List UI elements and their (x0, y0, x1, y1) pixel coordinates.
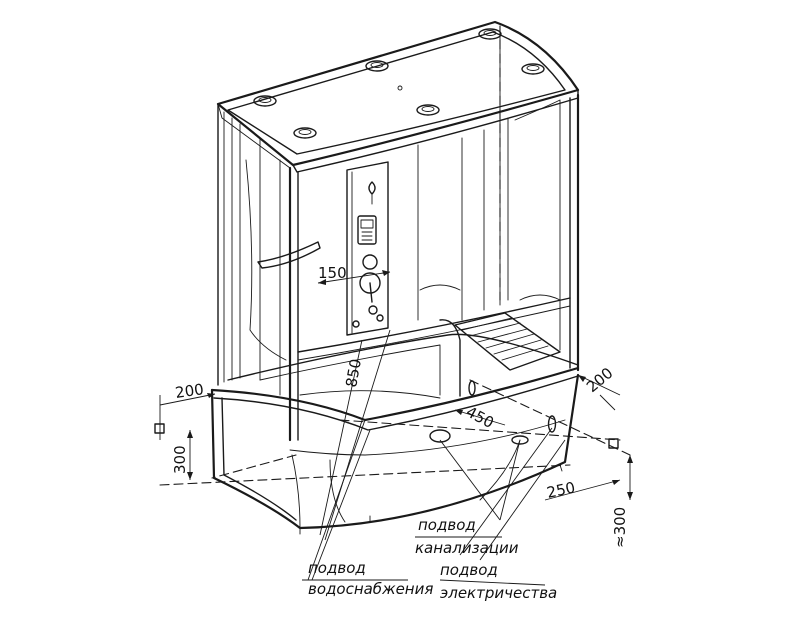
roof-light-icons (253, 28, 545, 139)
dim-300-left: 300 (171, 445, 189, 474)
cabin-roof (216, 20, 580, 173)
dim-300-right: ≈300 (611, 507, 629, 548)
wall-reference-dashed-lines (159, 25, 631, 486)
dimension-lines (154, 270, 633, 541)
dim-150: 150 (318, 264, 347, 282)
dim-200-left: 200 (174, 380, 205, 402)
dim-450: 450 (463, 403, 497, 432)
control-panel (346, 161, 389, 336)
bathtub (210, 312, 580, 433)
electric-label-line1: подвод (440, 561, 498, 579)
electric-label-line2: электричества (440, 584, 557, 602)
sewer-label-line2: канализации (415, 539, 519, 557)
dim-250: 250 (545, 478, 577, 502)
bathtub-apron (210, 373, 580, 535)
connection-labels: подвод водоснабжения подвод канализации … (308, 516, 557, 602)
water-label-line2: водоснабжения (308, 580, 433, 598)
sewer-label-line1: подвод (418, 516, 476, 534)
water-label-line1: подвод (308, 559, 366, 577)
dim-850: 850 (342, 357, 365, 388)
leader-lines (302, 419, 566, 586)
